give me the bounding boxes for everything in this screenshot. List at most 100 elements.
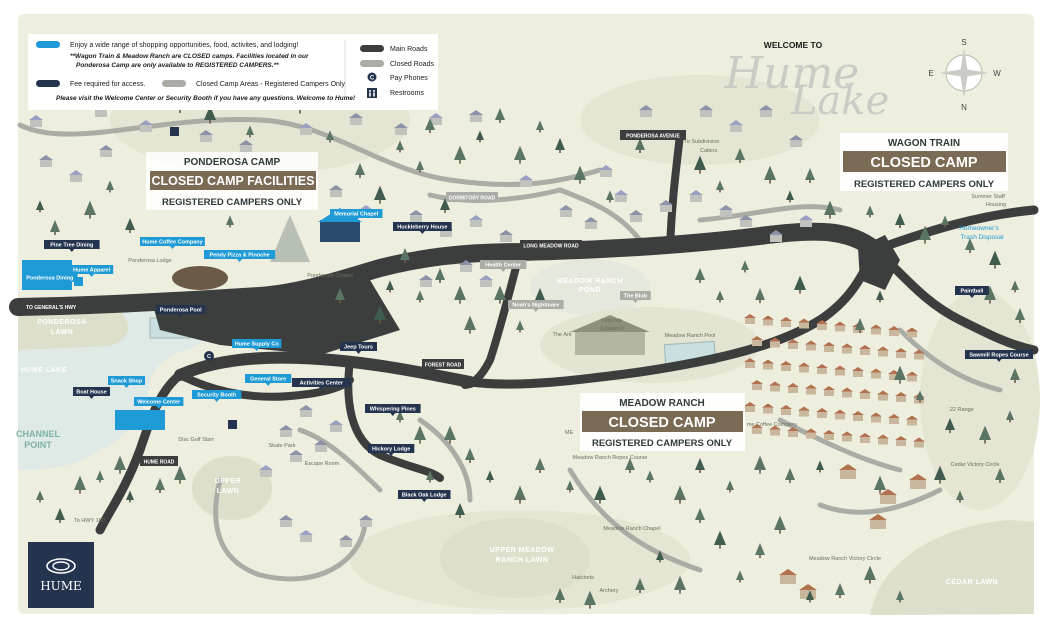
health-center-tag: Health Center (480, 260, 527, 272)
black-oak-lodge-tag: Black Oak Lodge (398, 490, 451, 502)
whispering-pines-tag: Whispering Pines (365, 404, 421, 416)
mr-ropes-course-label: Meadow Ranch Ropes Course (573, 455, 648, 461)
hume-supply-tag: Hume Supply Co (232, 339, 282, 351)
legend-note-2: Ponderosa Camp are only available to REG… (76, 62, 279, 69)
upper-meadow-ranch-lawn-area (440, 518, 590, 598)
legend-closed-roads: Closed Roads (390, 61, 434, 68)
to-subdivision-label: To Subdivision (684, 139, 719, 145)
ponderosa-dining-tag-text: Ponderosa Dining (26, 276, 73, 282)
jeep-tours-tag: Jeep Tours (340, 342, 377, 354)
meadow-ranch-status: CLOSED CAMP (608, 415, 715, 431)
boat-house-tag-text: Boat House (76, 390, 107, 396)
sawmill-ropes-tag: Sawmill Ropes Course (965, 350, 1033, 362)
meadow-ranch-note: REGISTERED CAMPERS ONLY (592, 438, 733, 449)
to-hwy-180-label: To HWY 180 (74, 518, 105, 524)
hickory-lodge-tag: Hickory Lodge (368, 444, 415, 456)
ponderosa-lawn-area (18, 312, 129, 350)
archery-label: Archery (600, 588, 619, 594)
title-hume: Hume (724, 48, 859, 99)
snack-shop-tag: Snack Shop (108, 376, 145, 388)
noahs-nightmare-tag-text: Noah's Nightmare (512, 303, 559, 309)
forest-road-label: FOREST ROAD (425, 363, 462, 369)
wagon-train-name: WAGON TRAIN (888, 138, 960, 149)
hickory-lodge-tag-text: Hickory Lodge (372, 447, 410, 453)
escape-room-label: Escape Room (305, 461, 340, 467)
upper-meadow-label-2: RANCH LAWN (496, 557, 549, 564)
ponderosa-camp-status: CLOSED CAMP FACILITIES (152, 174, 315, 188)
legend-main-roads: Main Roads (390, 46, 428, 53)
wagon-train-roundabout (858, 235, 900, 290)
security-booth-tag: Security Booth (192, 390, 242, 402)
memorial-chapel-tag-text: Memorial Chapel (334, 212, 378, 218)
pay-phone-icon: C (204, 351, 214, 361)
skate-park-label: Skate Park (269, 443, 296, 449)
welcome-to-label: WELCOME TO (764, 40, 823, 50)
the-blob-tag-text: The Blob (624, 294, 648, 300)
snack-shop-tag-text: Snack Shop (111, 379, 143, 385)
dormitory-road-label: DORMITORY ROAD (449, 196, 496, 202)
hume-road-label: HUME ROAD (144, 460, 175, 466)
long-meadow-road-label: LONG MEADOW ROAD (523, 244, 579, 250)
ponderosa-camp-banner: PONDEROSA CAMP CLOSED CAMP FACILITIES RE… (146, 152, 318, 210)
boat-house-tag: Boat House (73, 387, 110, 399)
ponderosa-lawn-label-2: LAWN (51, 329, 74, 336)
huckleberry-house-tag: Huckleberry House (393, 222, 452, 234)
compass-icon: S N E W (928, 38, 1001, 112)
disc-golf-label: Disc Golf Start (178, 437, 214, 443)
legend-closed-camps: Closed Camp Areas - Registered Campers O… (196, 81, 346, 88)
closed-roads (17, 117, 1003, 582)
mr-victory-circle-label: Meadow Ranch Victory Circle (809, 556, 881, 562)
channel-point-label: CHANNEL (16, 429, 61, 439)
compass-s: S (961, 38, 966, 47)
the-blob-tag: The Blob (620, 291, 651, 303)
ponderosa-pool-tag-text: Ponderosa Pool (160, 308, 202, 314)
upper-lawn-label: UPPER (215, 478, 242, 485)
ponderosa-dining-tag: Ponderosa Dining (22, 273, 78, 285)
ponderosa-pool-tag: Ponderosa Pool (156, 305, 206, 317)
pendy-pizza-tag-text: Pendy Pizza & Pinoche (209, 253, 269, 259)
legend-restrooms: Restrooms (390, 90, 424, 97)
legend-pay-phones: Pay Phones (390, 75, 428, 82)
logo-text: HUME (40, 579, 82, 593)
whispering-pines-tag-text: Whispering Pines (370, 407, 416, 413)
security-booth-tag-text: Security Booth (197, 393, 237, 399)
legend-fee: Fee required for access. (70, 81, 146, 88)
ponderosa-lodge-label: Ponderosa Lodge (128, 258, 171, 264)
plain-place-labels: Ponderosa Lodge Ponderosa Chapel Legends… (128, 194, 1006, 594)
meadow-ranch-cabins (744, 314, 927, 599)
legends-label: Legends (601, 318, 622, 324)
cedar-lawn-label: CEDAR LAWN (946, 579, 998, 586)
me-coffee-partial-label: me Coffee Company (747, 422, 798, 428)
paintball-tag-text: Paintball (960, 289, 983, 295)
activities-center-tag-text: Activities Center (300, 381, 344, 387)
huckleberry-house-tag-text: Huckleberry House (397, 225, 447, 231)
black-oak-lodge-tag-text: Black Oak Lodge (402, 493, 447, 499)
legend: Enjoy a wide range of shopping opportuni… (28, 34, 438, 110)
cabins (29, 90, 813, 547)
pendy-pizza-tag: Pendy Pizza & Pinoche (204, 250, 276, 262)
upper-lawn-label-2: LAWN (217, 488, 240, 495)
hume-apparel-tag-text: Hume Apparel (73, 268, 111, 274)
homeowners-trash-label: Homeowner's (959, 225, 999, 232)
ponderosa-chapel-building (270, 215, 310, 262)
general-store-tag-text: General Store (250, 377, 286, 383)
trees (36, 95, 1025, 609)
hume-apparel-tag: Hume Apparel (70, 265, 114, 277)
sawmill-ropes-tag-text: Sawmill Ropes Course (969, 353, 1028, 359)
pine-tree-dining-tag: Pine Tree Dining (44, 240, 100, 252)
compass-w: W (993, 69, 1001, 78)
restroom-icon (74, 127, 237, 429)
hume-logo-icon: HUME (28, 542, 94, 608)
svg-text:C: C (207, 354, 211, 360)
meadow-ranch-name: MEADOW RANCH (619, 398, 705, 409)
meadow-ranch-pool-label: Meadow Ranch Pool (665, 333, 716, 339)
meadow-pond-label: MEADOW RANCH (557, 278, 623, 285)
mr-chapel-label: Meadow Ranch Chapel (603, 526, 660, 532)
compass-n: N (961, 103, 967, 112)
upper-meadow-label: UPPER MEADOW (490, 547, 555, 554)
summer-staff-label: Summer Staff (971, 194, 1005, 200)
meadow-pond-label-2: POND (579, 287, 601, 294)
legend-pay-phone-icon: C (367, 72, 377, 82)
the-ark-label: The Ark (553, 332, 572, 338)
